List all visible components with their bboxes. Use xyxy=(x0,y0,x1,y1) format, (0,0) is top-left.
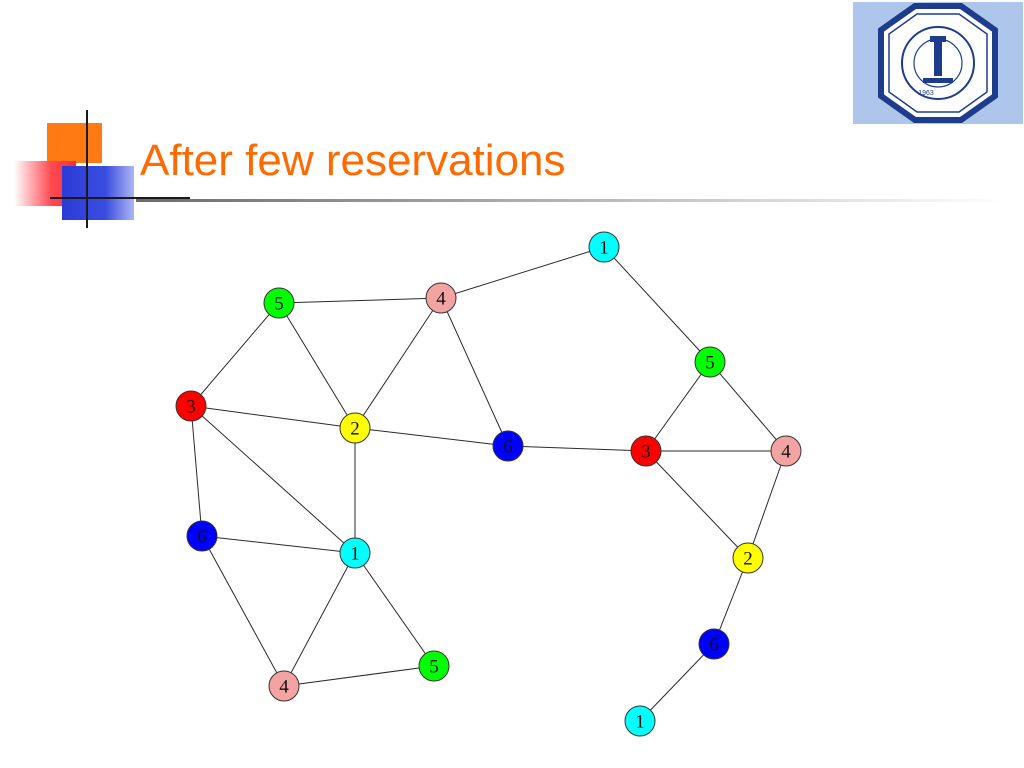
graph-edge-a1-c5 xyxy=(603,246,711,363)
title-underline xyxy=(136,199,1006,202)
graph-node-circle xyxy=(186,520,218,552)
graph-edge-a6-c3 xyxy=(507,445,647,452)
graph-edge-a3-a2 xyxy=(190,405,356,429)
graph-edge-b1-b4 xyxy=(283,552,356,687)
graph-node-c1: 1 xyxy=(624,705,656,737)
graph-edge-c3-c2 xyxy=(645,450,749,559)
graph-node-a2: 2 xyxy=(339,412,371,444)
graph-edge-c6-c1 xyxy=(639,643,715,722)
decor-horizontal-line xyxy=(50,197,190,199)
graph-edge-b4-b5 xyxy=(283,665,435,687)
graph-edge-c5-c4 xyxy=(709,361,787,452)
graph-node-a1: 1 xyxy=(588,231,620,263)
graph-node-a6: 6 xyxy=(492,430,524,462)
decor-orange-square xyxy=(47,123,102,163)
graph-edge-b1-b5 xyxy=(354,552,435,667)
graph-node-label: 1 xyxy=(635,712,645,733)
graph-edge-c4-c2 xyxy=(747,450,787,559)
graph-node-c6: 6 xyxy=(698,628,730,660)
graph-node-c3: 3 xyxy=(630,435,662,467)
graph-node-circle xyxy=(268,670,300,702)
graph-node-label: 4 xyxy=(279,677,289,698)
graph-node-circle xyxy=(418,650,450,682)
graph-node-circle xyxy=(770,435,802,467)
graph-edge-a4-a5 xyxy=(278,297,442,304)
graph-node-b4: 4 xyxy=(268,670,300,702)
graph-node-a5: 5 xyxy=(263,287,295,319)
graph-node-c4: 4 xyxy=(770,435,802,467)
graph-edge-a4-a6 xyxy=(440,297,509,447)
graph-node-circle xyxy=(263,287,295,319)
graph-edge-b6-b4 xyxy=(201,535,285,687)
graph-node-label: 4 xyxy=(781,442,791,463)
graph-node-b1: 1 xyxy=(339,537,371,569)
graph-node-label: 6 xyxy=(197,527,207,548)
graph-edge-a3-b6 xyxy=(190,405,203,537)
graph-node-label: 5 xyxy=(705,353,715,374)
graph-node-b6: 6 xyxy=(186,520,218,552)
graph-node-circle xyxy=(588,231,620,263)
graph-node-label: 4 xyxy=(436,289,446,310)
decor-blue-square xyxy=(62,166,134,220)
graph-node-circle xyxy=(732,542,764,574)
slide-title: After few reservations xyxy=(140,136,566,185)
graph-node-circle xyxy=(698,628,730,660)
graph-node-label: 2 xyxy=(350,419,360,440)
graph-edge-a5-a3 xyxy=(190,302,280,407)
graph-node-c2: 2 xyxy=(732,542,764,574)
graph-node-circle xyxy=(339,412,371,444)
graph-node-label: 5 xyxy=(274,294,284,315)
graph-edge-c5-c3 xyxy=(645,361,711,452)
graph-node-a3: 3 xyxy=(175,390,207,422)
graph-node-circle xyxy=(630,435,662,467)
graph-node-label: 6 xyxy=(709,635,719,656)
graph-node-circle xyxy=(694,346,726,378)
university-seal-icon: 1963 xyxy=(853,2,1023,124)
graph-node-b5: 5 xyxy=(418,650,450,682)
graph-node-circle xyxy=(339,537,371,569)
graph-node-circle xyxy=(175,390,207,422)
graph-node-circle xyxy=(425,282,457,314)
graph-node-label: 6 xyxy=(503,437,513,458)
graph-edge-a1-a4 xyxy=(440,246,605,299)
graph-edge-a5-a2 xyxy=(278,302,356,429)
graph-node-circle xyxy=(492,430,524,462)
graph-edge-a2-a6 xyxy=(354,427,509,447)
graph-node-label: 5 xyxy=(429,657,439,678)
graph-edge-a4-a2 xyxy=(354,297,442,429)
graph-node-label: 3 xyxy=(186,397,196,418)
graph-node-label: 3 xyxy=(641,442,651,463)
graph-node-c5: 5 xyxy=(694,346,726,378)
graph-node-label: 1 xyxy=(350,544,360,565)
graph-edge-a3-b1 xyxy=(190,405,356,554)
seal-year: 1963 xyxy=(918,90,934,97)
decor-vertical-line xyxy=(86,110,88,228)
graph-node-a4: 4 xyxy=(425,282,457,314)
graph-node-circle xyxy=(624,705,656,737)
graph-node-label: 2 xyxy=(743,549,753,570)
graph-node-label: 1 xyxy=(599,238,609,259)
graph-edge-b6-b1 xyxy=(201,535,356,554)
